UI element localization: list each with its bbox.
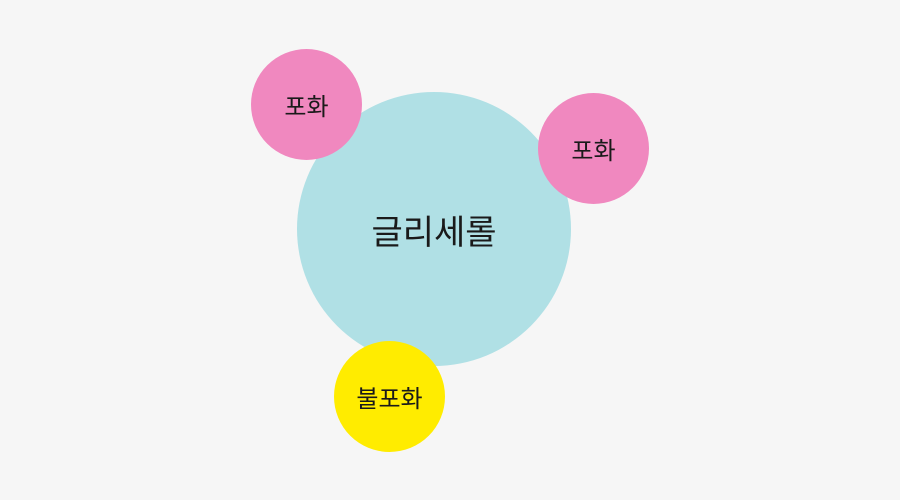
unsaturated-label: 불포화 [356, 385, 423, 413]
saturated-circle-right: 포화 [538, 93, 649, 204]
unsaturated-circle-bottom: 불포화 [334, 341, 445, 452]
saturated-label: 포화 [284, 93, 329, 121]
saturated-circle-top-left: 포화 [251, 49, 362, 160]
saturated-label: 포화 [571, 137, 616, 165]
glycerol-label: 글리세롤 [371, 212, 497, 253]
